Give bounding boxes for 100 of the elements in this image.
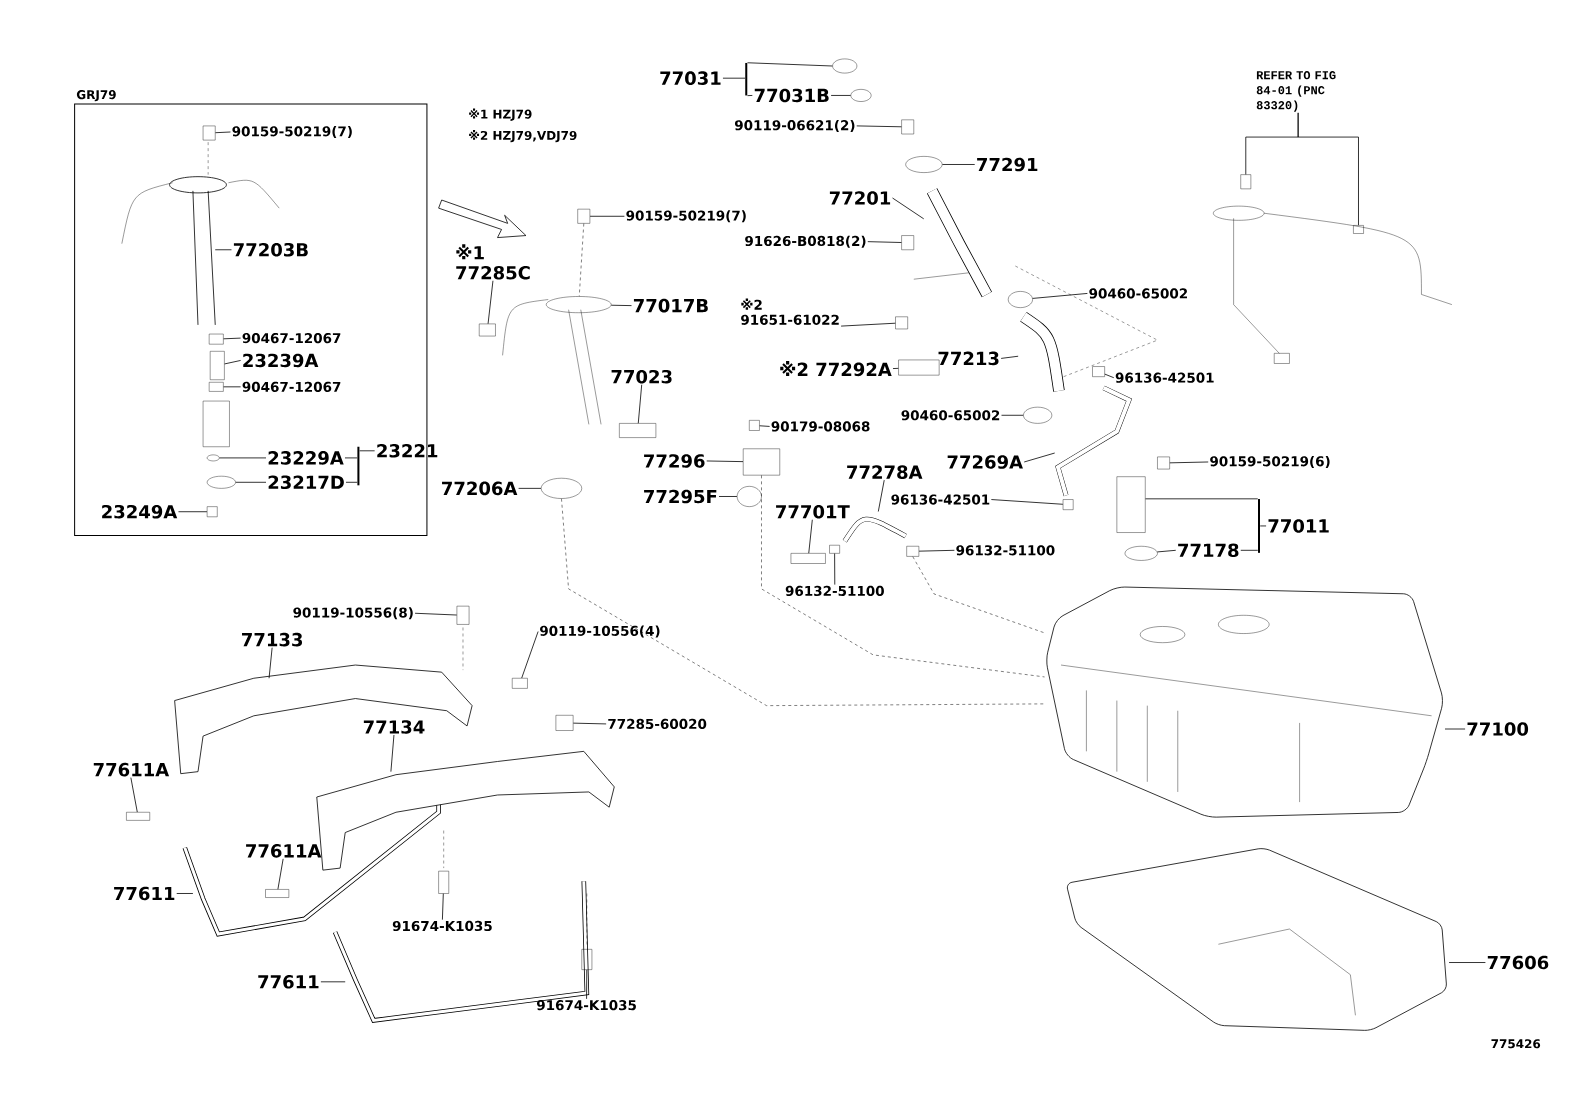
leader-line xyxy=(1023,452,1056,463)
part-number: 90460-65002 xyxy=(901,410,1000,421)
part-number: 77134 xyxy=(363,720,425,734)
leader-line xyxy=(224,360,242,365)
leader-line xyxy=(1169,461,1209,464)
leader-line xyxy=(572,722,607,725)
assembly-line xyxy=(579,223,585,297)
gasket xyxy=(1124,546,1158,561)
part-number: 96132-51100 xyxy=(785,586,884,597)
bolt xyxy=(456,606,470,625)
leader-line xyxy=(918,550,955,552)
leader-line xyxy=(830,95,852,97)
bracket-bar xyxy=(745,63,748,96)
part-number: 77206A xyxy=(442,481,518,496)
part-number: 77611 xyxy=(114,886,175,901)
part-number: 77285-60020 xyxy=(608,719,707,730)
filler-pipe xyxy=(926,188,992,298)
part-number: 77611A xyxy=(246,844,322,858)
leader-line xyxy=(759,425,770,428)
leader-line xyxy=(344,457,358,459)
part-number: 77701T xyxy=(776,505,850,519)
bolt xyxy=(512,678,528,689)
leader-line xyxy=(1444,728,1466,730)
bolt xyxy=(895,316,908,330)
part-number: 77213 xyxy=(938,351,999,366)
leader-line xyxy=(1259,525,1267,527)
cap xyxy=(832,58,858,74)
leader-line xyxy=(1032,293,1088,300)
part-number: 77201 xyxy=(829,191,891,205)
clip xyxy=(479,323,496,337)
part-number: REFER TO FIG 84-01 (PNC 83320) xyxy=(1256,71,1336,112)
leader-line xyxy=(589,216,625,217)
gasket xyxy=(540,478,582,499)
part-number: ※2 77292A xyxy=(780,361,892,377)
leader-line xyxy=(834,553,836,586)
leader-line xyxy=(214,249,232,251)
leader-line xyxy=(718,496,738,498)
part-number: 90467-12067 xyxy=(242,381,341,393)
part-number: 77133 xyxy=(242,633,302,647)
leader-line xyxy=(637,384,643,424)
hose xyxy=(1055,385,1133,497)
bolt xyxy=(581,949,593,971)
nut xyxy=(749,420,760,431)
hose xyxy=(1020,312,1065,392)
bolt xyxy=(202,125,216,141)
hose-clamp xyxy=(1023,407,1053,424)
assembly-line xyxy=(912,556,1045,634)
leader-line xyxy=(586,969,588,1000)
part-number: 77295F xyxy=(644,489,717,504)
part-number: 77203B xyxy=(233,243,308,257)
assembly-line xyxy=(561,498,1045,707)
leader-line xyxy=(840,323,896,327)
leader-line xyxy=(277,858,284,890)
part-number: 23217D xyxy=(268,475,344,490)
leader-line xyxy=(320,981,346,983)
grommet xyxy=(736,486,762,508)
clamp xyxy=(208,334,224,345)
leader-line xyxy=(215,131,231,134)
leader-line xyxy=(892,368,899,370)
leader-line xyxy=(990,499,1064,505)
leader-line xyxy=(1001,415,1024,416)
bolt xyxy=(1157,456,1170,470)
leader-line xyxy=(390,734,395,773)
leader-line xyxy=(178,511,208,513)
leader-line xyxy=(235,482,267,483)
part-number: 90119-10556(8) xyxy=(293,607,413,620)
part-number: 91674-K1035 xyxy=(537,1000,636,1011)
part-number: 90460-65002 xyxy=(1089,288,1187,299)
leader-line xyxy=(223,337,242,340)
gasket xyxy=(850,89,872,102)
leader-line xyxy=(176,893,194,895)
connector xyxy=(1353,225,1364,234)
ring xyxy=(206,454,220,462)
leader-line xyxy=(223,386,242,388)
clip xyxy=(906,546,920,557)
leader-line xyxy=(521,631,539,679)
leader-line xyxy=(1000,356,1019,360)
ring xyxy=(905,156,943,173)
bolt xyxy=(577,209,591,224)
clip xyxy=(555,715,574,731)
leader-line xyxy=(1145,498,1259,500)
sender-gauge xyxy=(546,296,612,314)
leader-line xyxy=(130,777,138,813)
leader-line xyxy=(867,241,902,244)
part-number: 91626-B0818(2) xyxy=(745,235,866,248)
clip xyxy=(1092,366,1105,378)
bolt xyxy=(1240,174,1252,190)
float xyxy=(619,423,657,438)
valve xyxy=(790,553,826,564)
part-number: 90467-12067 xyxy=(242,333,341,344)
part-number: 23239A xyxy=(243,353,319,368)
filter xyxy=(209,351,225,381)
hose-clamp xyxy=(1008,291,1033,309)
leader-line xyxy=(877,479,885,513)
leader-line xyxy=(1448,962,1486,964)
rubber-cushion xyxy=(206,476,236,489)
leader-line xyxy=(808,519,813,554)
part-number: 77611 xyxy=(258,975,319,989)
part-number: ※2 91651-61022 xyxy=(741,298,839,326)
clip xyxy=(829,545,840,554)
